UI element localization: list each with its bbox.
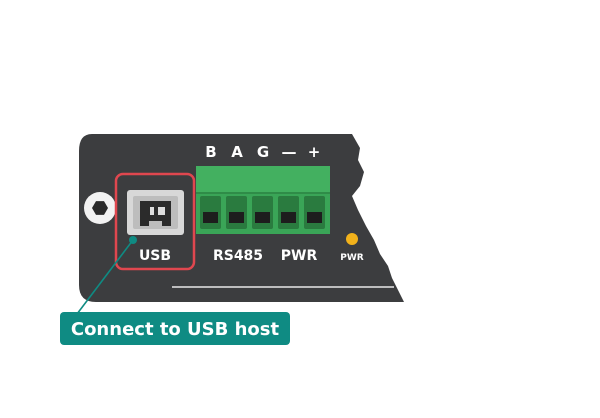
terminal-label-minus: — — [282, 143, 297, 161]
pwr-led-label: PWR — [340, 253, 364, 263]
screw-icon — [84, 192, 116, 224]
terminal-label-plus: + — [308, 143, 321, 161]
callout-box — [60, 312, 290, 345]
callout-text: Connect to USB host — [71, 319, 280, 340]
rs485-label: RS485 — [213, 248, 263, 264]
usb-label: USB — [139, 248, 171, 264]
callout-leader-line — [76, 239, 134, 315]
terminal-label-a: A — [231, 143, 243, 161]
callout-anchor-dot — [129, 236, 137, 244]
pwr-led-icon — [346, 233, 358, 245]
terminal-block — [196, 166, 330, 234]
terminal-label-b: B — [205, 143, 216, 161]
terminal-label-g: G — [257, 143, 269, 161]
usb-highlight-box — [114, 172, 196, 271]
usb-port — [127, 190, 184, 235]
pwr-label: PWR — [281, 248, 318, 264]
